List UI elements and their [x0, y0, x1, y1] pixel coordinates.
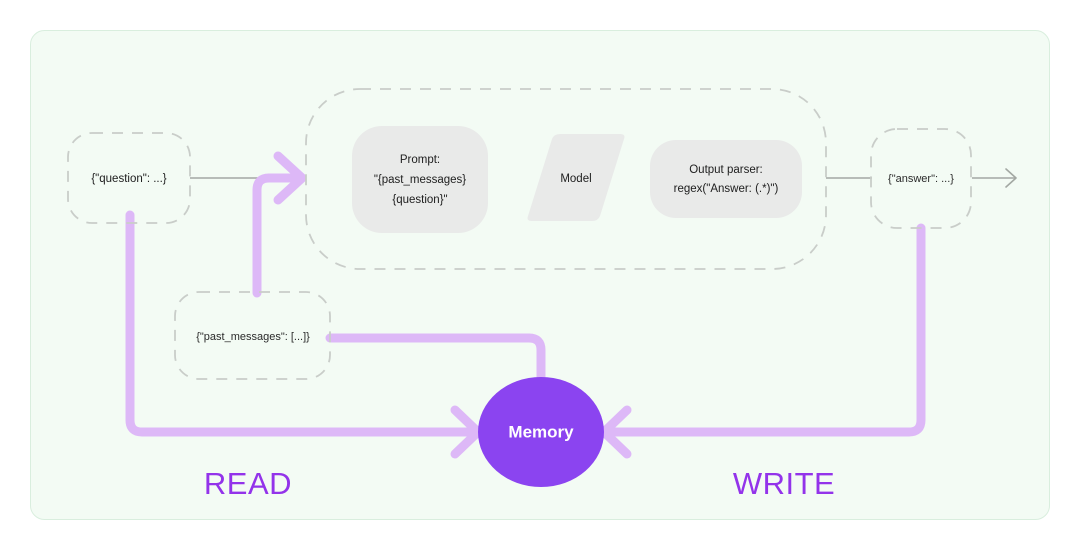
node-answer-box[interactable] — [870, 128, 972, 229]
node-prompt-box[interactable] — [352, 126, 488, 233]
node-past-messages[interactable]: {"past_messages": [...]} — [174, 291, 331, 380]
node-answer-label: {"answer": ...} — [888, 173, 954, 185]
edge-past-messages-to-memory — [325, 333, 546, 397]
edge-read-question-to-memory — [125, 210, 475, 437]
node-model-label: Model — [560, 173, 591, 185]
caption-read: READ — [204, 466, 292, 501]
node-question[interactable]: {"question": ...} — [67, 132, 191, 224]
arrowhead-past-messages-to-chain — [273, 151, 307, 205]
node-output-parser[interactable]: Output parser: regex("Answer: (.*)") — [650, 140, 802, 218]
node-prompt-line1: Prompt: — [400, 154, 440, 166]
node-prompt-line2: "{past_messages} — [374, 174, 466, 186]
node-memory[interactable]: Memory — [478, 377, 604, 487]
node-memory-label: Memory — [508, 422, 574, 441]
node-past-messages-box[interactable] — [174, 291, 331, 380]
arrowhead-answer-out — [1005, 168, 1017, 188]
node-output-parser-line2: regex("Answer: (.*)") — [674, 183, 779, 195]
node-model-shape[interactable] — [527, 134, 625, 221]
node-output-parser-line1: Output parser: — [689, 164, 763, 176]
node-answer[interactable]: {"answer": ...} — [870, 128, 972, 229]
chain-group-container — [305, 88, 827, 270]
edge-write-answer-to-memory — [607, 223, 926, 437]
node-question-label: {"question": ...} — [91, 173, 166, 185]
node-past-messages-label: {"past_messages": [...]} — [196, 331, 310, 343]
node-output-parser-box[interactable] — [650, 140, 802, 218]
node-memory-ellipse[interactable] — [478, 377, 604, 487]
edge-past-messages-to-chain — [252, 173, 301, 298]
node-model[interactable]: Model — [527, 134, 625, 221]
node-prompt[interactable]: Prompt: "{past_messages} {question}" — [352, 126, 488, 233]
caption-write: WRITE — [733, 466, 835, 501]
node-question-box[interactable] — [67, 132, 191, 224]
node-prompt-line3: {question}" — [392, 194, 447, 206]
